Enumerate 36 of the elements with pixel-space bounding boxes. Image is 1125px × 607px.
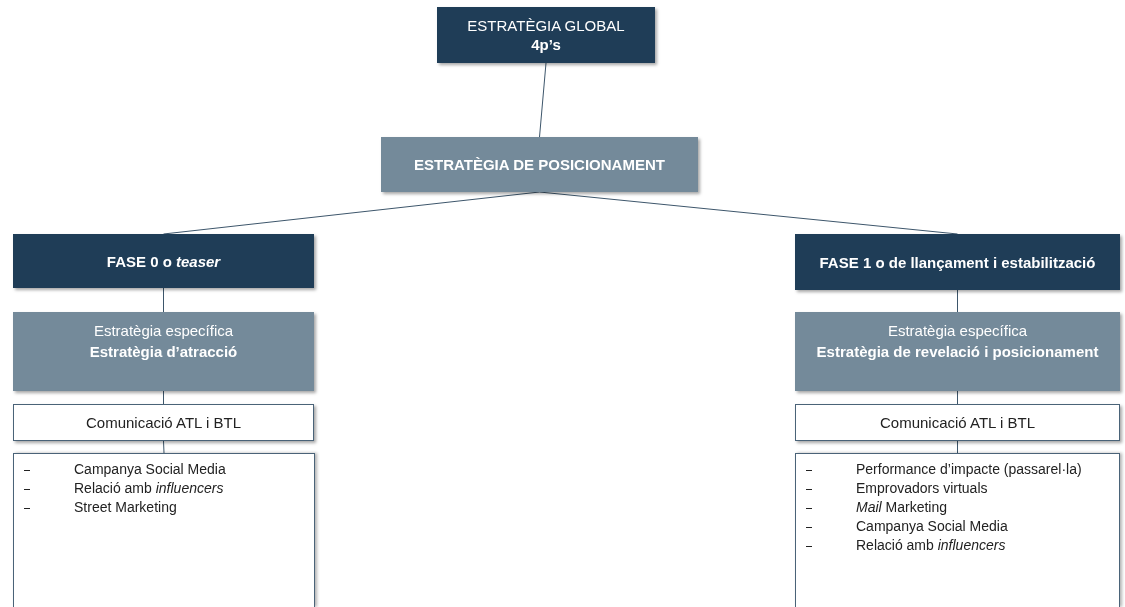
box-label: Comunicació ATL i BTL [84,413,243,432]
box-label: Comunicació ATL i BTL [878,413,1037,432]
box-label: 4p’s [530,35,562,54]
connector-line [163,440,165,454]
box-label: ESTRATÈGIA GLOBAL [466,16,626,35]
title-box [437,7,655,63]
list-item: Relació amb influencers [796,536,1006,555]
connector-line [957,390,958,405]
box-label: FASE 1 o de llançament i estabilització [818,252,1097,272]
action-list-box [795,453,1120,607]
list-item: Campanya Social Media [796,517,1008,536]
list-item: Relació amb influencers [14,479,224,498]
box-label: Estratègia de revelació i posicionament [815,342,1100,362]
list-item: Mail Marketing [796,498,948,517]
box-label: Estratègia específica [886,321,1029,341]
action-list-box [13,453,315,607]
list-item: Campanya Social Media [14,460,226,479]
box-label: ESTRATÈGIA DE POSICIONAMENT [413,155,666,175]
strategy-box [13,312,314,391]
connector-line [539,62,547,138]
title-box [795,234,1120,290]
title-box [13,234,314,288]
connector-line [957,440,958,454]
channel-box [13,404,314,441]
connector-line [957,289,958,313]
connector-line [163,390,164,405]
strategy-box [381,137,698,192]
box-label: FASE 0 o teaser [105,251,222,271]
channel-box [795,404,1120,441]
list-item: Performance d’impacte (passarel·la) [796,460,1082,479]
list-item: Street Marketing [14,498,177,517]
list-item: Emprovadors virtuals [796,479,988,498]
box-label: Estratègia d’atracció [88,342,239,362]
strategy-box [795,312,1120,391]
box-label: Estratègia específica [92,321,235,341]
connector-line [163,287,164,313]
